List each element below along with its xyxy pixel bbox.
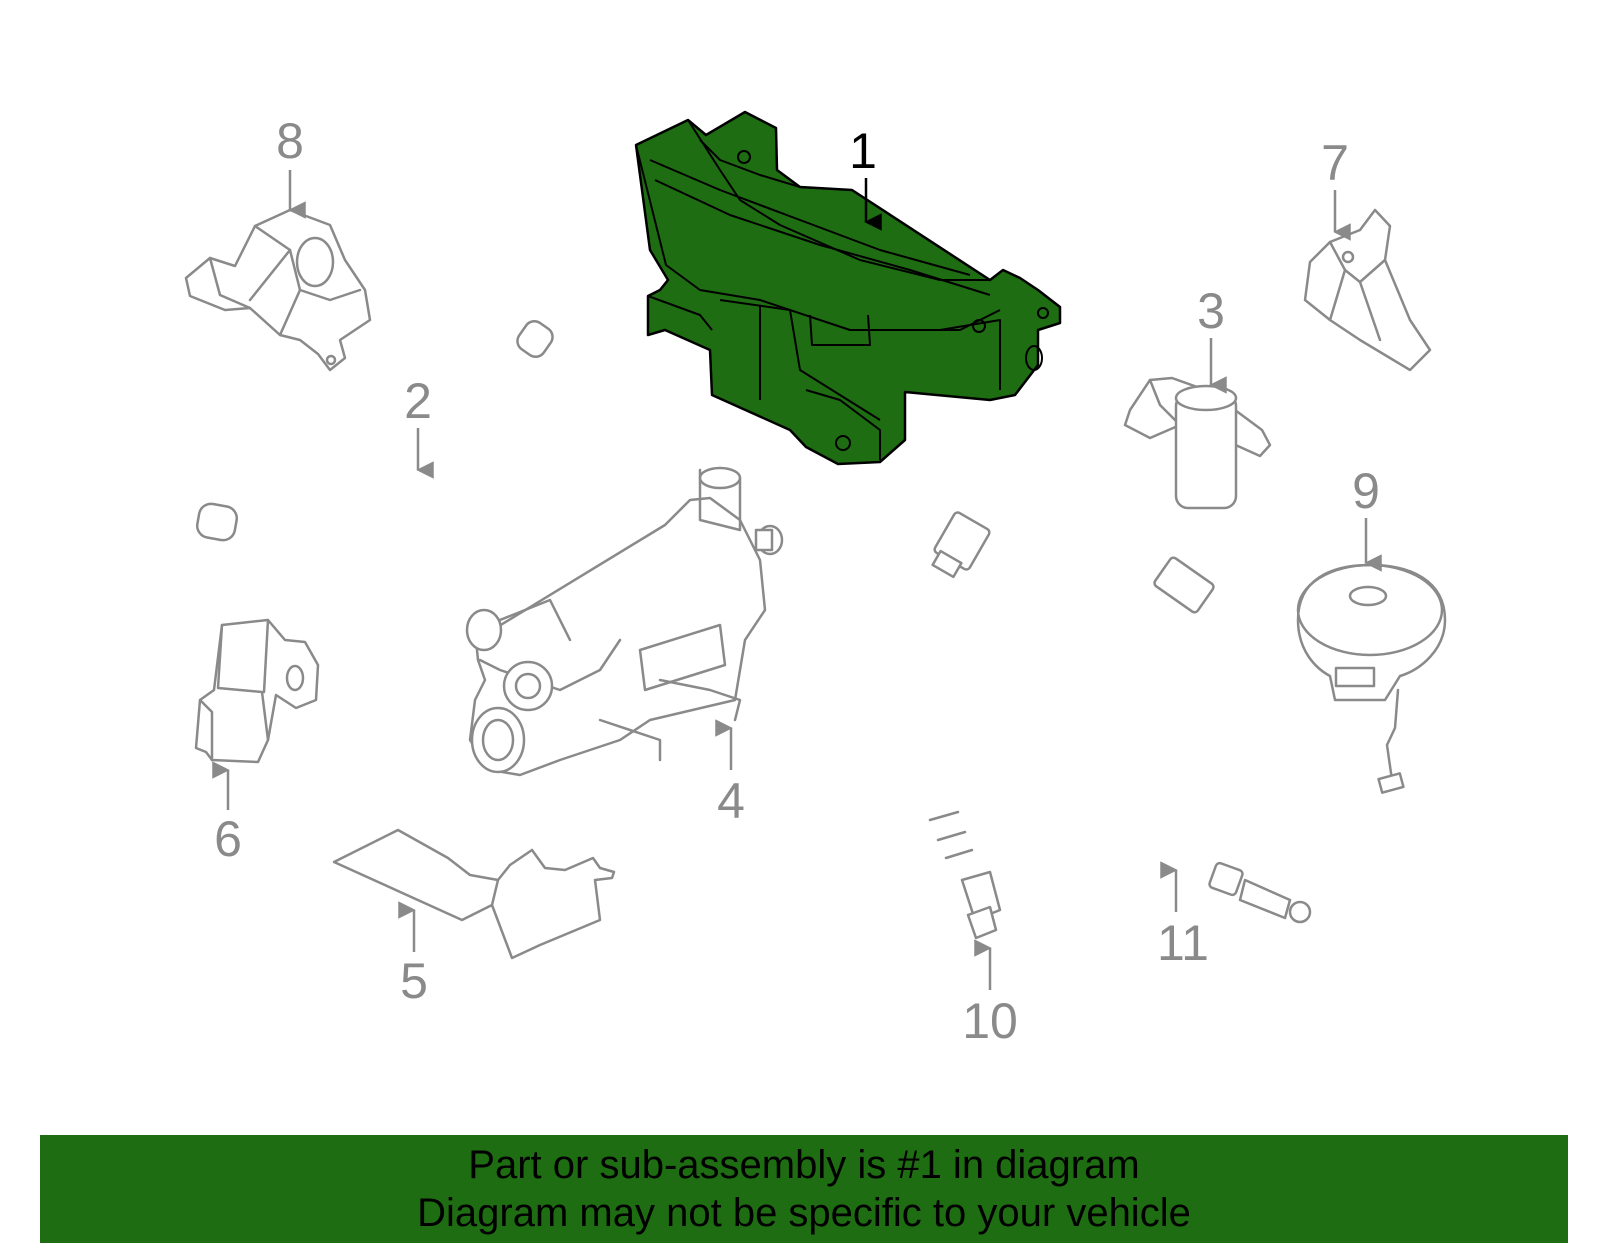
part-4-solenoid[interactable] bbox=[465, 466, 784, 777]
part-7-sensor[interactable] bbox=[1303, 208, 1432, 372]
callout-3: 3 bbox=[1197, 283, 1225, 339]
info-banner: Part or sub-assembly is #1 in diagram Di… bbox=[40, 1135, 1568, 1243]
callout-1: 1 bbox=[849, 123, 877, 179]
callout-2: 2 bbox=[404, 373, 432, 429]
callout-10: 10 bbox=[962, 993, 1018, 1049]
callout-7: 7 bbox=[1321, 135, 1349, 191]
part-9-diaphragm[interactable] bbox=[1296, 563, 1447, 794]
callout-11: 11 bbox=[1157, 915, 1209, 971]
banner-line-2: Diagram may not be specific to your vehi… bbox=[417, 1191, 1191, 1235]
part-3-valve[interactable] bbox=[1123, 376, 1272, 510]
banner-line-1: Part or sub-assembly is #1 in diagram bbox=[468, 1143, 1140, 1187]
callout-5: 5 bbox=[400, 953, 428, 1009]
part-6-sensor[interactable] bbox=[194, 618, 320, 764]
part-10-o2-sensor[interactable] bbox=[861, 511, 1002, 940]
part-2-hose[interactable] bbox=[195, 317, 559, 542]
part-5-shield[interactable] bbox=[332, 828, 616, 960]
callout-8: 8 bbox=[276, 113, 304, 169]
part-8-sensor[interactable] bbox=[184, 208, 372, 372]
callout-9: 9 bbox=[1352, 463, 1380, 519]
part-11-o2-sensor[interactable] bbox=[1071, 541, 1312, 924]
part-1-canister[interactable] bbox=[634, 110, 1062, 466]
callout-6: 6 bbox=[214, 811, 242, 867]
callout-4: 4 bbox=[717, 773, 745, 829]
